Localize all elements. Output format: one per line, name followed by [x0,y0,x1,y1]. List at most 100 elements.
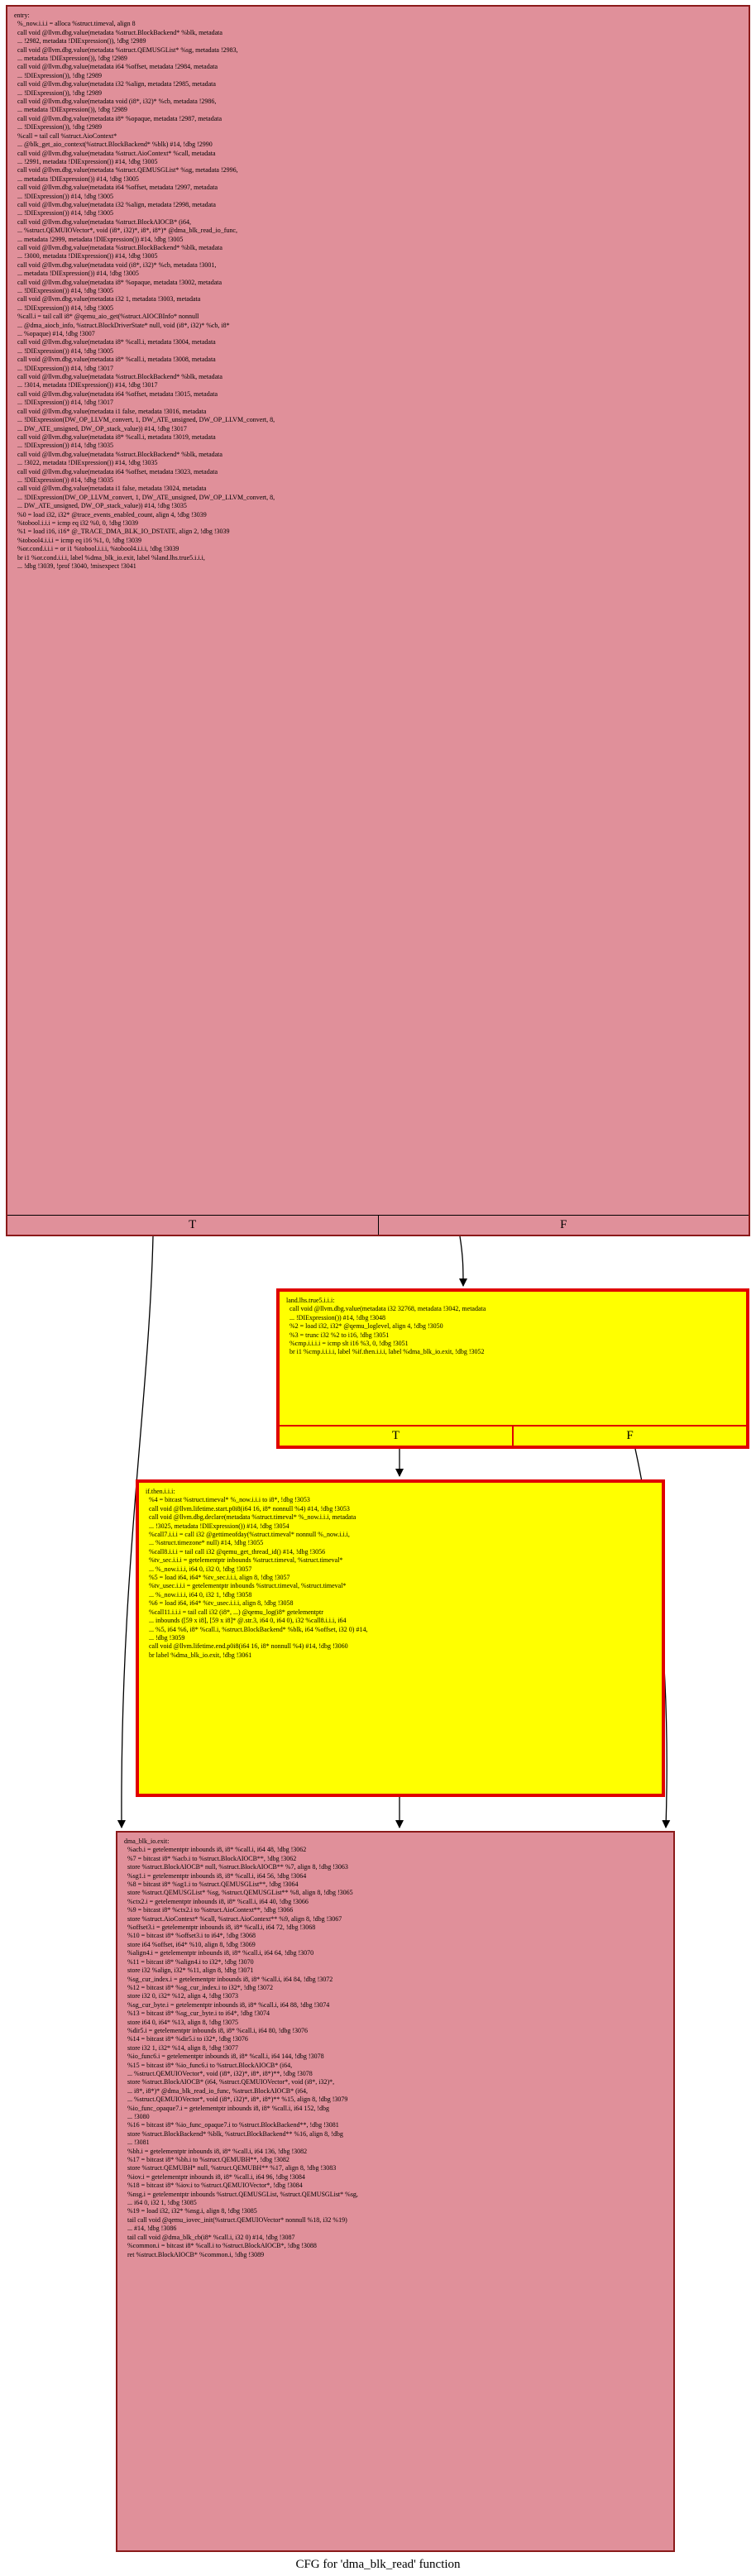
instruction-line: %9 = bitcast i8* %ctx2.i to %struct.AioC… [124,1906,294,1914]
port-false: F [512,1427,746,1446]
node-dma-blk-io-exit-body: dma_blk_io.exit: %acb.i = getelementptr … [117,1833,673,2263]
instruction-line: %call = tail call %struct.AioContext* [14,131,117,140]
instruction-line: %io_func_opaque7.i = getelementptr inbou… [124,2104,330,2112]
node-entry-ports: T F [7,1215,749,1235]
instruction-line: %_now.i.i.i = alloca %struct.timeval, al… [14,20,136,28]
instruction-line: %tv_sec.i.i.i = getelementptr inbounds %… [146,1556,343,1565]
instruction-line: %align4.i = getelementptr inbounds i8, i… [124,1949,314,1957]
instruction-line: ... inbounds ([59 x i8], [59 x i8]* @.st… [146,1617,347,1625]
instruction-line: %17 = bitcast i8* %bh.i to %struct.QEMUB… [124,2156,289,2164]
instruction-line: %dir5.i = getelementptr inbounds i8, i8*… [124,2026,309,2034]
instruction-line: store %struct.AioContext* %call, %struct… [124,1914,342,1923]
instruction-line: call void @llvm.dbg.value(metadata i1 fa… [14,407,207,415]
instruction-line: call void @llvm.dbg.value(metadata i64 %… [14,184,218,192]
instruction-line: store %struct.BlockBackend* %blk, %struc… [124,2129,343,2138]
instruction-line: ... !DIExpression()) #14, !dbg !3048 [286,1313,385,1321]
instruction-line: br i1 %or.cond.i.i.i, label %dma_blk_io.… [14,553,205,562]
instruction-line: ... i8*, i8*)* @dma_blk_read_io_func, %s… [124,2086,308,2095]
instruction-line: ... !DIExpression()) #14, !dbg !3035 [14,442,113,450]
instruction-line: ... !DIExpression()) #14, !dbg !3017 [14,399,113,407]
edge-entry-true-to-exit-line [117,1235,154,1828]
instruction-line: ... !DIExpression()) #14, !dbg !3017 [14,364,113,372]
node-if-then-body: if.then.i.i.i: %4 = bitcast %struct.time… [139,1483,662,1663]
instruction-line: ... !DIExpression()) #14, !dbg !3005 [14,287,113,294]
instruction-line: ... %struct.QEMUIOVector*, void (i8*, i3… [14,227,237,235]
instruction-line: ... !DIExpression()) #14, !dbg !3005 [14,346,113,355]
instruction-line: %sg1.i = getelementptr inbounds i8, i8* … [124,1871,307,1880]
instruction-line: ... !3080 [124,2113,150,2120]
node-entry[interactable]: entry: %_now.i.i.i = alloca %struct.time… [6,5,750,1236]
instruction-line: ... metadata !DIExpression()) #14, !dbg … [14,174,139,183]
instruction-line: call void @llvm.dbg.value(metadata i8* %… [14,114,222,122]
port-true: T [391,1429,400,1442]
node-if-then[interactable]: if.then.i.i.i: %4 = bitcast %struct.time… [136,1479,665,1797]
node-entry-body: entry: %_now.i.i.i = alloca %struct.time… [7,7,749,574]
instruction-line: ... !DIExpression()) #14, !dbg !3005 [14,209,113,217]
instruction-line: ... !3025, metadata !DIExpression()) #14… [146,1522,289,1530]
instruction-line: %14 = bitcast i8* %dir5.i to i32*, !dbg … [124,2035,248,2043]
instruction-line: ... %opaque) #14, !dbg !3007 [14,330,95,338]
instruction-line: %ctx2.i = getelementptr inbounds i8, i8*… [124,1897,309,1905]
instruction-line: ... %struct.timezone* null) #14, !dbg !3… [146,1539,264,1547]
instruction-line: store %struct.BlockAIOCB* (i64, %struct.… [124,2078,335,2086]
instruction-line: call void @llvm.dbg.value(metadata i64 %… [14,390,218,398]
instruction-line: %acb.i = getelementptr inbounds i8, i8* … [124,1846,307,1854]
instruction-line: %tv_usec.i.i.i = getelementptr inbounds … [146,1582,347,1590]
graph-caption: CFG for 'dma_blk_read' function [295,2558,461,2571]
instruction-line: ... #14, !dbg !3086 [124,2225,177,2233]
instruction-line: %4 = bitcast %struct.timeval* %_now.i.i.… [146,1496,310,1504]
node-land-lhs-true[interactable]: land.lhs.true5.i.i.i: call void @llvm.db… [276,1288,749,1449]
instruction-line: call void @llvm.dbg.value(metadata %stru… [14,45,238,54]
instruction-line: ... DW_ATE_unsigned, DW_OP_stack_value))… [14,424,187,433]
instruction-line: ... !2991, metadata !DIExpression()) #14… [14,157,158,165]
instruction-line: store i32 0, i32* %12, align 4, !dbg !30… [124,1992,238,2000]
instruction-line: ... !2982, metadata !DIExpression()), !d… [14,37,146,45]
instruction-line: %iov.i = getelementptr inbounds i8, i8* … [124,2172,305,2181]
instruction-line: %call.i = tail call i8* @qemu_aio_get(%s… [14,313,199,321]
instruction-line: call void @llvm.dbg.value(metadata %stru… [14,373,222,381]
instruction-line: %tobool4.i.i.i = icmp eq i16 %1, 0, !dbg… [14,536,142,544]
instruction-line: call void @llvm.dbg.value(metadata i8* %… [14,338,216,346]
instruction-line: call void @llvm.dbg.value(metadata %stru… [14,28,222,36]
instruction-line: ... !DIExpression()) #14, !dbg !3005 [14,192,113,200]
instruction-line: %cmp.i.i.i.i = icmp slt i16 %3, 0, !dbg … [286,1340,409,1348]
block-label: dma_blk_io.exit: [124,1838,170,1845]
instruction-line: %bh.i = getelementptr inbounds i8, i8* %… [124,2147,308,2155]
instruction-line: call void @llvm.dbg.value(metadata i1 fa… [14,485,207,493]
block-label: if.then.i.i.i: [146,1488,175,1495]
instruction-line: store i64 0, i64* %13, align 8, !dbg !30… [124,2018,238,2026]
instruction-line: %15 = bitcast i8* %io_func6.i to %struct… [124,2061,293,2069]
edge-entry-false-to-landlhs [458,1235,467,1287]
instruction-line: %10 = bitcast i8* %offset3.i to i64*, !d… [124,1932,256,1940]
instruction-line: %sg_cur_index.i = getelementptr inbounds… [124,1975,333,1983]
instruction-line: ... i64 0, i32 1, !dbg !3085 [124,2199,197,2207]
node-land-lhs-true-body: land.lhs.true5.i.i.i: call void @llvm.db… [280,1292,746,1360]
instruction-line: %io_func6.i = getelementptr inbounds i8,… [124,2053,324,2061]
instruction-line: ... DW_ATE_unsigned, DW_OP_stack_value))… [14,502,187,510]
instruction-line: store i32 %align, i32* %11, align 8, !db… [124,1967,254,1975]
instruction-line: call void @llvm.dbg.declare(metadata %st… [146,1513,356,1522]
instruction-line: %18 = bitcast i8* %iov.i to %struct.QEMU… [124,2182,303,2190]
instruction-line: call void @llvm.dbg.value(metadata i32 %… [14,80,216,88]
block-label: land.lhs.true5.i.i.i: [286,1297,335,1304]
instruction-line: %sg_cur_byte.i = getelementptr inbounds … [124,2000,330,2009]
node-dma-blk-io-exit[interactable]: dma_blk_io.exit: %acb.i = getelementptr … [116,1831,675,2552]
block-label: entry: [14,12,30,19]
instruction-line: call void @llvm.dbg.value(metadata i64 %… [14,467,218,476]
instruction-line: %0 = load i32, i32* @trace_events_enable… [14,510,207,519]
instruction-line: %tobool.i.i.i = icmp eq i32 %0, 0, !dbg … [14,519,139,527]
instruction-line: ... metadata !DIExpression()) #14, !dbg … [14,270,139,278]
instruction-line: tail call void @qemu_iovec_init(%struct.… [124,2215,347,2224]
instruction-line: ... !DIExpression()) #14, !dbg !3005 [14,303,113,312]
instruction-line: call void @llvm.dbg.value(metadata void … [14,98,217,106]
instruction-line: %nsg.i = getelementptr inbounds %struct.… [124,2190,358,2198]
instruction-line: %5 = load i64, i64* %tv_sec.i.i.i, align… [146,1574,290,1582]
instruction-line: ... %struct.QEMUIOVector*, void (i8*, i3… [124,2096,348,2104]
instruction-line: ... !3081 [124,2139,150,2147]
instruction-line: call void @llvm.dbg.value(metadata i8* %… [14,278,222,286]
instruction-line: tail call void @dma_blk_cb(i8* %call.i, … [124,2233,295,2241]
instruction-line: ... %struct.QEMUIOVector*, void (i8*, i3… [124,2069,313,2077]
instruction-line: store i32 1, i32* %14, align 8, !dbg !30… [124,2043,238,2052]
instruction-line: %3 = trunc i32 %2 to i16, !dbg !3051 [286,1331,390,1339]
instruction-line: ... metadata !2999, metadata !DIExpressi… [14,235,184,243]
